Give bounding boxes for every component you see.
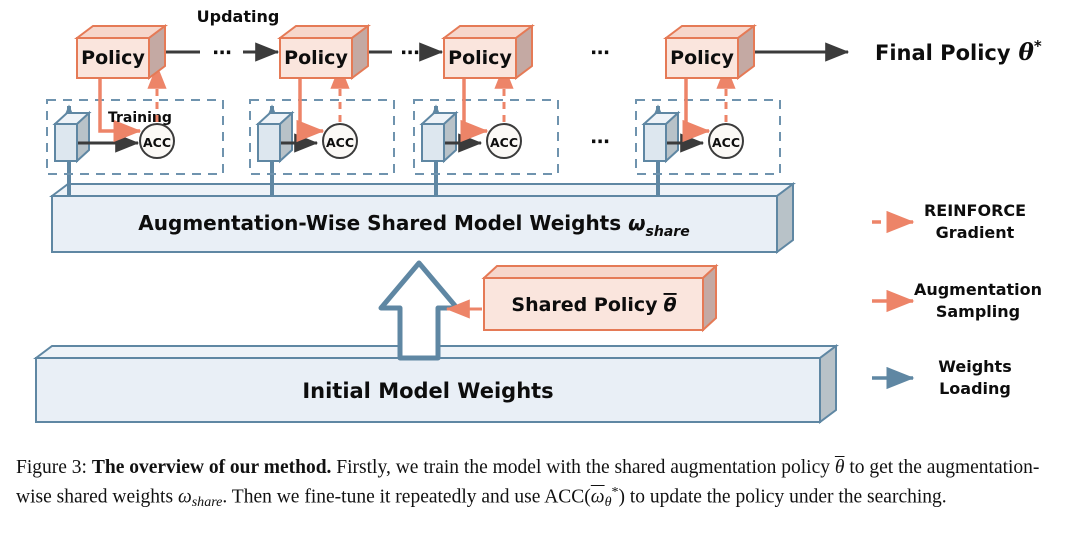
chain-ellipsis-2: ⋯ [401,42,420,64]
chain-ellipsis-1: ⋯ [213,42,232,64]
policy-label-4: Policy [670,47,734,69]
legend-label-weights-2: Loading [939,379,1011,398]
legend-label-reinforce-2: Gradient [936,223,1015,242]
augmentation-sampling-path-1 [98,78,142,143]
initial-weights-label: Initial Model Weights [302,379,553,403]
policy-box-1[interactable]: Policy [74,24,168,80]
caption-text-1: Firstly, we train the model with the sha… [336,457,831,478]
stage-dashed-box-1 [46,99,224,175]
model-cube-2 [255,110,295,164]
stage-group-4: ACC Policy [635,24,781,196]
stage-dashed-box-2 [249,99,395,175]
policy-label-1: Policy [81,47,145,69]
updating-label: Updating [197,7,280,26]
caption-theta-bar: θ [834,457,845,478]
stage-ellipsis: ⋯ [591,131,610,153]
model-cube-4 [641,110,681,164]
caption-acc-sub: θ [604,494,612,511]
caption-acc-sup: * [611,484,619,500]
acc-node-1: ACC [139,123,175,159]
policy-label-2: Policy [284,47,348,69]
stage-dashed-box-4 [635,99,781,175]
augmentation-sampling-path-4 [682,78,711,143]
stage-dashed-box-3 [413,99,559,175]
caption-bold-title: The overview of our method. [91,457,332,478]
acc-node-4: ACC [708,123,744,159]
caption-text-4: ) to update the policy under the searchi… [618,486,947,508]
augmentation-sampling-path-2 [296,78,325,143]
legend-label-augmentation-2: Sampling [936,302,1020,321]
caption-figure-number: Figure 3: [16,457,87,478]
chain-ellipsis-3: ⋯ [591,42,610,64]
augmentation-sampling-path-3 [460,78,489,143]
policy-box-3[interactable]: Policy [441,24,535,80]
stage-group-2: ACC Policy [249,24,395,196]
training-label: Training [108,110,172,126]
acc-label-3: ACC [490,135,518,150]
legend-label-weights-1: Weights [938,357,1011,376]
legend-item-weights-loading: Weights Loading [872,357,1012,398]
acc-label-1: ACC [143,135,171,150]
legend-label-reinforce-1: REINFORCE [924,201,1026,220]
caption-omega-sub: share [191,494,223,511]
legend: REINFORCE Gradient Augmentation Sampling… [872,201,1042,398]
legend-item-augmentation-sampling: Augmentation Sampling [872,280,1042,321]
caption-text-3: . Then we fine-tune it repeatedly and us… [222,486,591,508]
caption-acc-omega: ω [590,486,605,508]
initial-model-weights-slab: Initial Model Weights [33,344,839,424]
stage-group-1: ACC Training Policy [46,24,224,196]
acc-label-2: ACC [326,135,354,150]
legend-label-augmentation-1: Augmentation [914,280,1042,299]
policy-box-4[interactable]: Policy [663,24,757,80]
legend-item-reinforce-gradient: REINFORCE Gradient [872,201,1026,242]
acc-node-2: ACC [322,123,358,159]
model-cube-1 [52,110,92,164]
model-cube-3 [419,110,459,164]
weights-loading-big-arrow [378,260,460,361]
policy-label-3: Policy [448,47,512,69]
caption-text-2: to get the augmentation-wise shared weig… [16,457,1040,508]
acc-label-4: ACC [712,135,740,150]
figure-caption: Figure 3: The overview of our method. Fi… [16,455,1068,515]
stage-group-3: ACC Policy [413,24,559,196]
caption-omega: ω [177,486,192,508]
acc-node-3: ACC [486,123,522,159]
policy-box-2[interactable]: Policy [277,24,371,80]
